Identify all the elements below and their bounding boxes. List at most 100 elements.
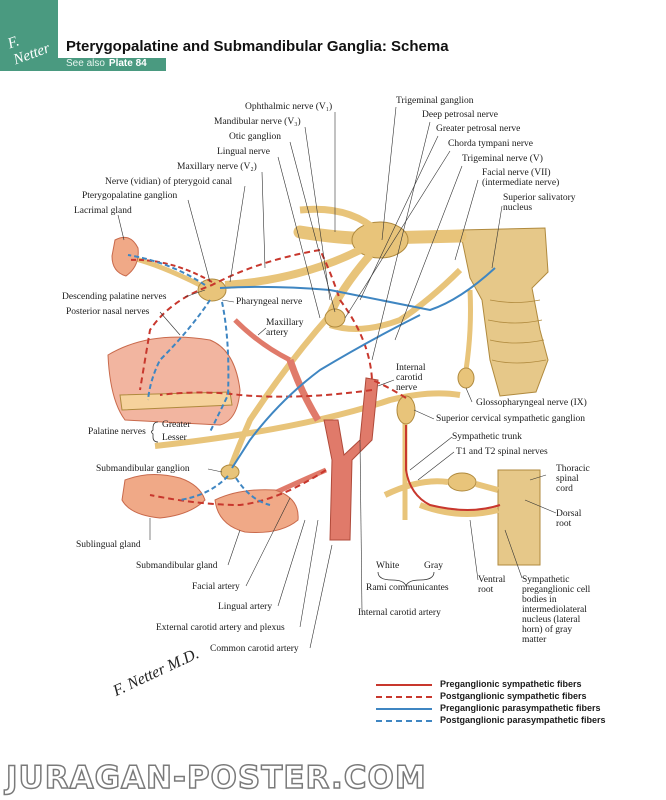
label-ventral-line2: root bbox=[478, 585, 494, 595]
lingual-nerve-path bbox=[227, 313, 333, 471]
facial-nerve-path bbox=[329, 267, 463, 332]
ophthalmic-trunk bbox=[299, 205, 381, 235]
postganglionic-parasympathetic-path-4 bbox=[179, 475, 271, 506]
label-facial-nerve-line1: Facial nerve (VII) bbox=[482, 168, 551, 178]
label-spc-line2: preganglionic cell bbox=[522, 585, 591, 595]
sublingual-gland-shape bbox=[121, 474, 206, 519]
label-spc-line3: bodies in bbox=[522, 595, 557, 605]
spinal-nerve-shape bbox=[383, 478, 499, 517]
nasal-region bbox=[107, 336, 241, 426]
page-title: Pterygopalatine and Submandibular Gangli… bbox=[66, 38, 449, 55]
label-maxillary-artery-line1: Maxillary bbox=[266, 318, 304, 328]
label-gray-ramus: Gray bbox=[424, 561, 443, 571]
label-pterygopalatine-ganglion: Pterygopalatine ganglion bbox=[82, 191, 178, 201]
label-pharyngeal-nerve: Pharyngeal nerve bbox=[236, 297, 303, 307]
plate-link[interactable]: Plate 84 bbox=[108, 58, 147, 69]
common-carotid-shape bbox=[323, 377, 379, 541]
rami-brace bbox=[377, 571, 435, 588]
label-t1-t2-spinal-nerves: T1 and T2 spinal nerves bbox=[456, 447, 548, 457]
label-thoracic-line1: Thoracic bbox=[556, 464, 590, 474]
label-maxillary-nerve: Maxillary nerve (V₂) bbox=[177, 162, 257, 172]
label-rami-communicantes: Rami communicantes bbox=[366, 583, 449, 593]
preganglionic-parasympathetic-path-1 bbox=[219, 267, 496, 312]
palatine-brace bbox=[151, 421, 159, 443]
legend-swatch bbox=[376, 696, 432, 698]
label-ophthalmic-nerve: Ophthalmic nerve (V₁) bbox=[245, 102, 333, 112]
postganglionic-sympathetic-path-1 bbox=[319, 249, 407, 399]
label-icn-line1: Internal bbox=[396, 363, 426, 373]
postganglionic-sympathetic-path-3 bbox=[139, 249, 321, 391]
lower-trunk bbox=[154, 390, 461, 449]
label-thoracic-line2: spinal bbox=[556, 474, 579, 484]
label-sympathetic-trunk: Sympathetic trunk bbox=[452, 432, 522, 442]
watermark: JURAGAN-POSTER.COM bbox=[0, 758, 666, 800]
label-submandibular-gland: Submandibular gland bbox=[136, 561, 218, 571]
label-sympathetic-preganglionic-cell-bodies: Sympathetic preganglionic cell bodies in… bbox=[522, 575, 590, 645]
label-spc-line6: horn) of gray bbox=[522, 625, 573, 635]
netter-logo-tab: F. Netter bbox=[0, 0, 58, 71]
legend-label: Preganglionic parasympathetic fibers bbox=[440, 703, 601, 713]
see-also-label: See also bbox=[66, 58, 105, 69]
lacrimal-sympathetic bbox=[127, 258, 213, 283]
postganglionic-parasympathetic-path-1 bbox=[127, 254, 206, 286]
label-glossopharyngeal: Glossopharyngeal nerve (IX) bbox=[476, 398, 587, 408]
label-spc-line1: Sympathetic bbox=[522, 575, 570, 585]
brainstem bbox=[459, 227, 549, 397]
postganglionic-sympathetic-path-2 bbox=[159, 389, 373, 398]
ganglia-schema-illustration bbox=[107, 106, 557, 649]
label-salivatory-line1: Superior salivatory bbox=[503, 193, 576, 203]
leader-lines bbox=[117, 106, 557, 649]
label-greater: Greater bbox=[162, 420, 191, 430]
label-dorsal-line1: Dorsal bbox=[556, 509, 582, 519]
legend-swatch bbox=[376, 720, 432, 722]
label-facial-nerve: Facial nerve (VII)(intermediate nerve) bbox=[482, 168, 559, 188]
label-descending-palatine: Descending palatine nerves bbox=[62, 292, 167, 302]
postganglionic-parasympathetic-path-3 bbox=[209, 301, 230, 433]
maxillary-trunk bbox=[224, 246, 362, 289]
see-also-bar bbox=[58, 58, 166, 71]
preganglionic-parasympathetic-path-2 bbox=[231, 314, 421, 469]
label-dorsal-line2: root bbox=[556, 519, 572, 529]
glossopharyngeal-ganglion bbox=[457, 367, 475, 389]
label-maxillary-artery-line2: artery bbox=[266, 328, 289, 338]
submandibular-ganglion-shape bbox=[220, 464, 240, 480]
label-icn-line3: nerve bbox=[396, 383, 418, 393]
label-trigeminal-ganglion: Trigeminal ganglion bbox=[396, 96, 474, 106]
label-otic-ganglion: Otic ganglion bbox=[229, 132, 281, 142]
dorsal-root-ganglion-shape bbox=[447, 472, 477, 492]
label-spc-line7: matter bbox=[522, 635, 547, 645]
legend-swatch bbox=[376, 708, 432, 710]
label-sublingual-gland: Sublingual gland bbox=[76, 540, 141, 550]
postganglionic-sympathetic-path-4 bbox=[149, 469, 327, 507]
label-common-carotid: Common carotid artery bbox=[210, 644, 299, 654]
label-white-ramus: White bbox=[376, 561, 400, 571]
label-external-carotid: External carotid artery and plexus bbox=[156, 623, 285, 633]
label-icn-line2: carotid bbox=[396, 373, 423, 383]
label-vidian-nerve: Nerve (vidian) of pterygoid canal bbox=[105, 177, 233, 187]
label-internal-carotid-artery: Internal carotid artery bbox=[358, 608, 441, 618]
label-palatine-nerves: Palatine nerves bbox=[88, 427, 146, 437]
label-superior-cervical-ganglion: Superior cervical sympathetic ganglion bbox=[436, 414, 586, 424]
label-ventral-line1: Ventral bbox=[478, 575, 506, 585]
label-lesser: Lesser bbox=[162, 433, 187, 443]
submandibular-gland-shape bbox=[214, 489, 299, 533]
label-chorda-tympani: Chorda tympani nerve bbox=[448, 139, 533, 149]
label-deep-petrosal-nerve: Deep petrosal nerve bbox=[422, 110, 498, 120]
preganglionic-sympathetic-path bbox=[405, 425, 501, 511]
legend-swatch bbox=[376, 684, 432, 686]
label-lingual-nerve: Lingual nerve bbox=[217, 147, 271, 157]
label-salivatory-line2: nucleus bbox=[503, 203, 533, 213]
label-lacrimal-gland: Lacrimal gland bbox=[74, 206, 132, 216]
external-carotid-shape bbox=[286, 358, 322, 422]
label-trigeminal-nerve: Trigeminal nerve (V) bbox=[462, 154, 543, 164]
lacrimal-gland-shape bbox=[111, 236, 139, 277]
legend-label: Postganglionic parasympathetic fibers bbox=[440, 715, 606, 725]
label-posterior-nasal: Posterior nasal nerves bbox=[66, 307, 150, 317]
superior-cervical-ganglion-shape bbox=[396, 395, 416, 425]
maxillary-artery-shape bbox=[233, 318, 292, 363]
